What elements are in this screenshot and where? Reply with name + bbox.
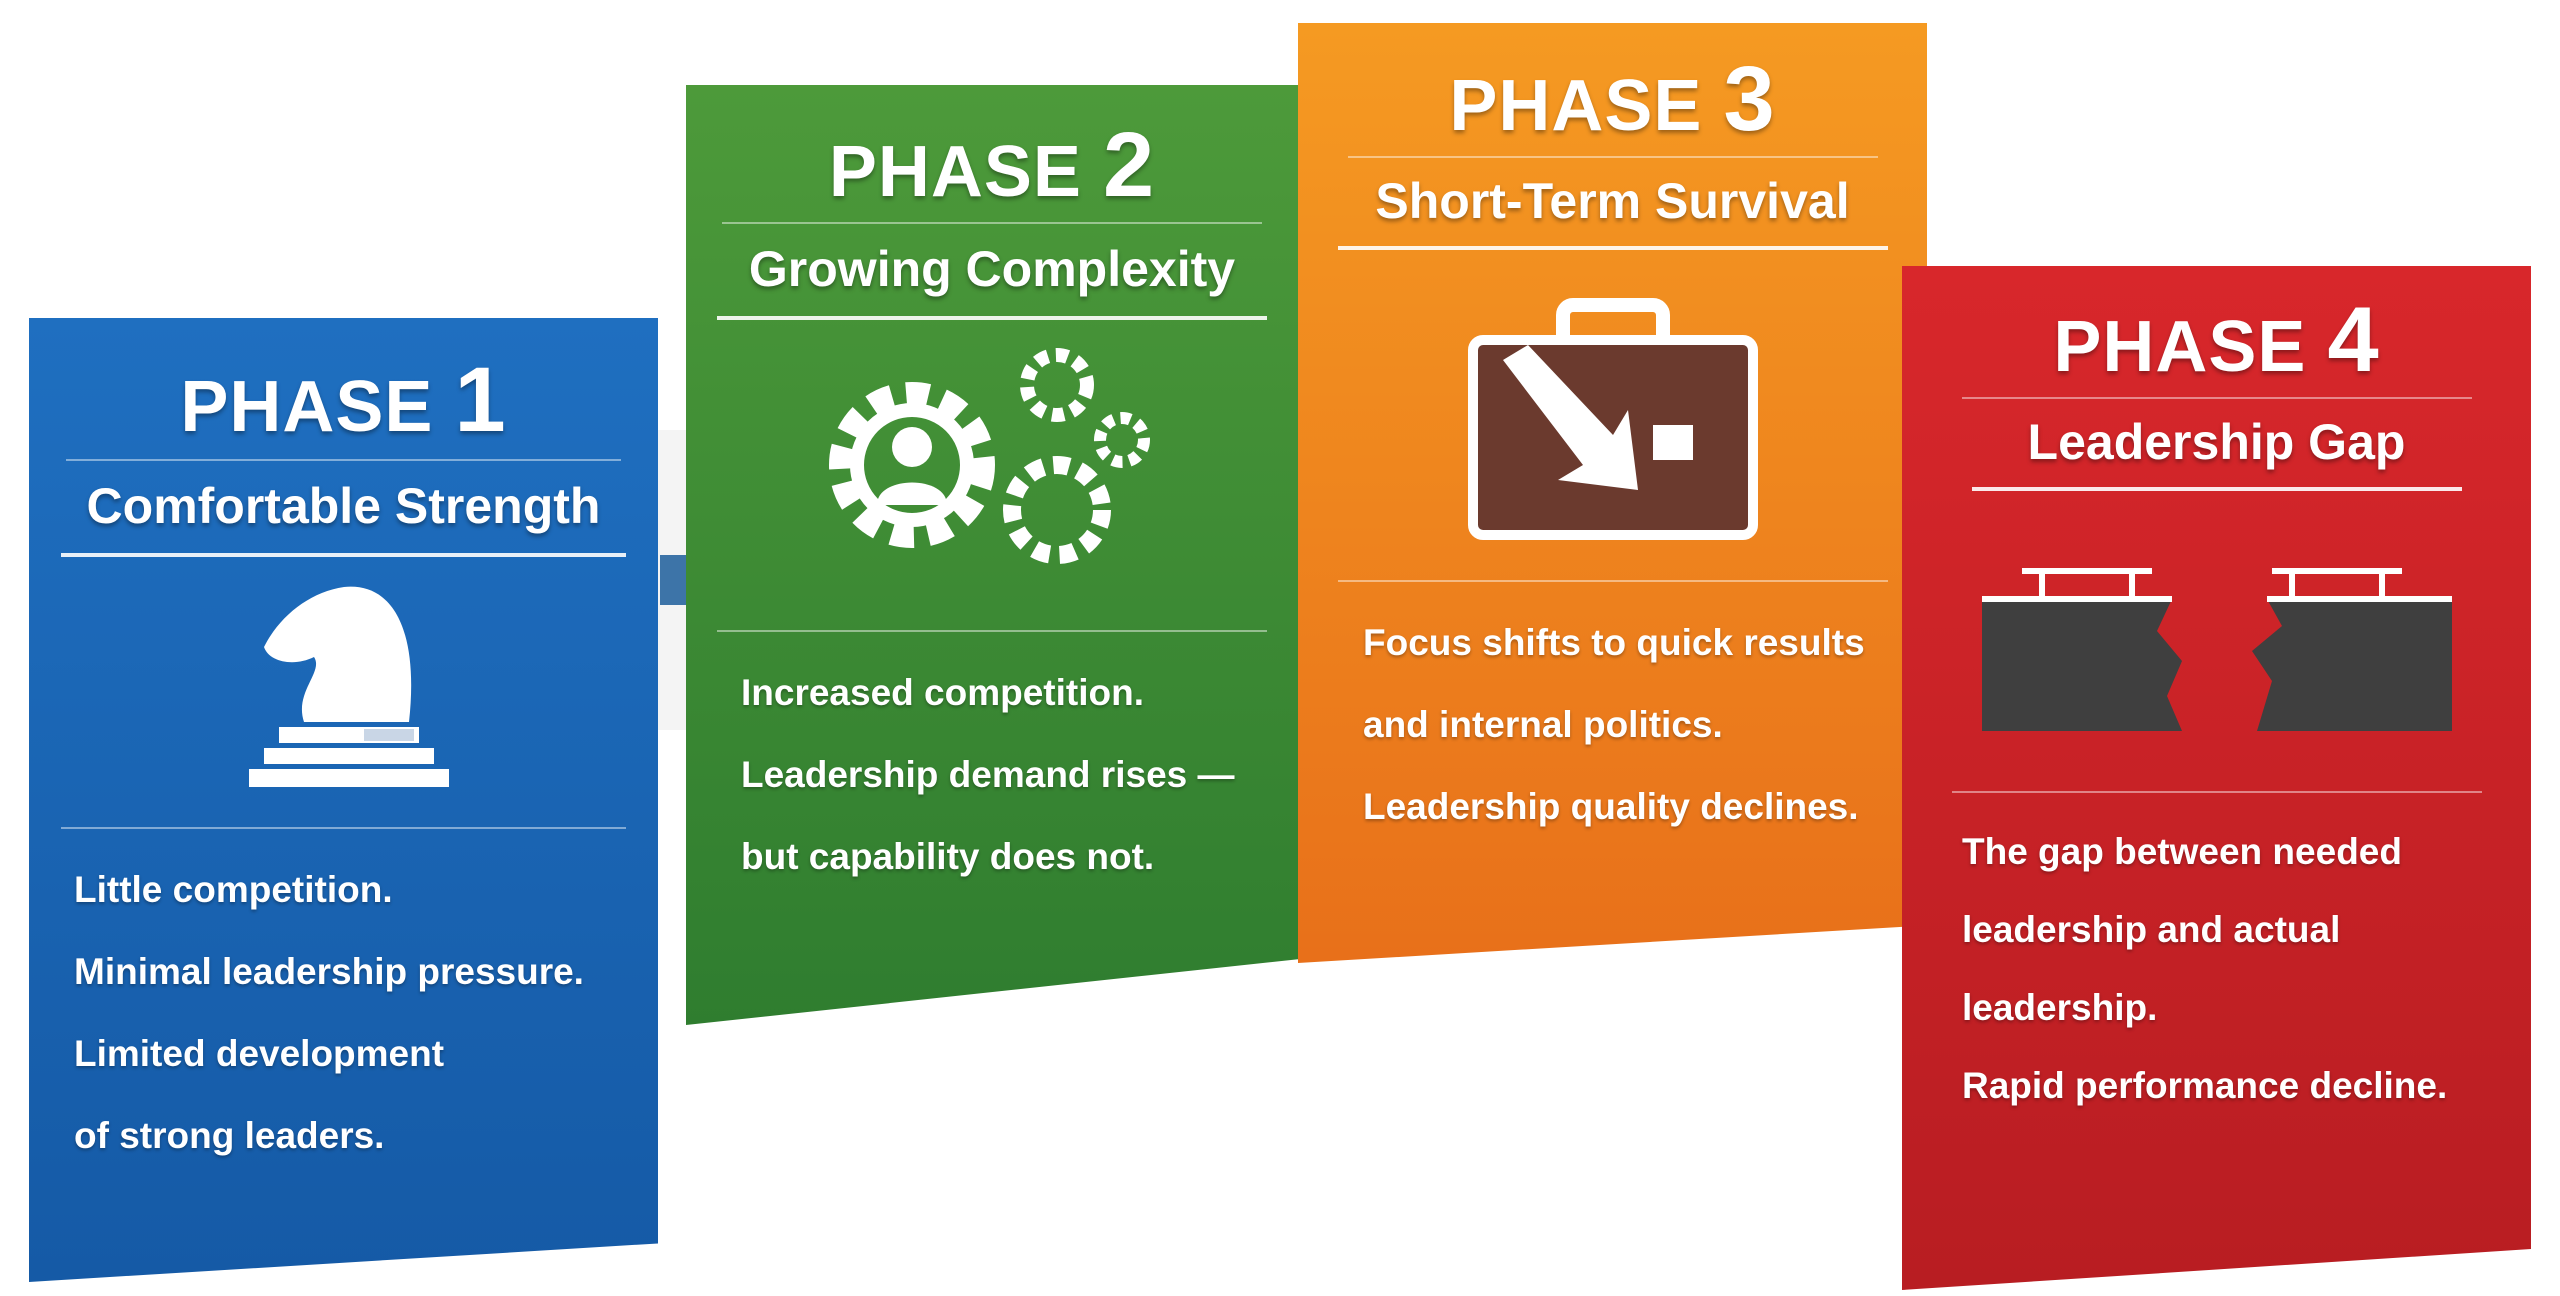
divider bbox=[717, 630, 1267, 632]
description-line: but capability does not. bbox=[741, 836, 1155, 877]
divider bbox=[1337, 580, 1888, 582]
phase-4-heading: PHASE 4 bbox=[2053, 289, 2380, 391]
divider bbox=[61, 553, 626, 557]
phase-3-description: Focus shifts to quick results and intern… bbox=[1298, 602, 1927, 848]
divider bbox=[722, 222, 1262, 224]
briefcase-down-arrow-icon bbox=[1298, 250, 1927, 580]
phase-3-title: Short-Term Survival bbox=[1375, 173, 1850, 229]
description-line: Leadership quality declines. bbox=[1363, 786, 1859, 827]
divider bbox=[1347, 156, 1878, 158]
phase-4-title: Leadership Gap bbox=[2027, 414, 2406, 470]
description-line: Increased competition. bbox=[741, 672, 1144, 713]
description-line: Little competition. bbox=[74, 869, 393, 910]
divider bbox=[1337, 246, 1888, 250]
description-line: Focus shifts to quick results bbox=[1363, 622, 1865, 663]
divider bbox=[66, 459, 621, 461]
description-line: Leadership demand rises — bbox=[741, 754, 1235, 795]
phase-3-heading: PHASE 3 bbox=[1449, 48, 1776, 150]
description-line: Minimal leadership pressure. bbox=[74, 951, 584, 992]
divider bbox=[1951, 791, 2482, 793]
divider bbox=[61, 827, 626, 829]
phase-4-panel: PHASE 4 Leadership Gap The gap between n… bbox=[1902, 266, 2531, 1290]
phase-3-panel: PHASE 3 Short-Term Survival Focus shifts… bbox=[1298, 23, 1927, 963]
divider bbox=[1971, 487, 2462, 491]
description-line: and internal politics. bbox=[1363, 704, 1723, 745]
chess-knight-icon bbox=[29, 557, 658, 817]
phase-4-description: The gap between needed leadership and ac… bbox=[1902, 813, 2531, 1125]
description-line: Rapid performance decline. bbox=[1962, 1065, 2448, 1106]
phase-2-description: Increased competition. Leadership demand… bbox=[686, 652, 1298, 898]
description-line: leadership. bbox=[1962, 987, 2158, 1028]
description-line: of strong leaders. bbox=[74, 1115, 385, 1156]
description-line: leadership and actual bbox=[1962, 909, 2341, 950]
gears-person-icon bbox=[686, 320, 1298, 630]
phase-2-title: Growing Complexity bbox=[748, 241, 1236, 297]
phase-2-panel: PHASE 2 Growing Complexity Increased com… bbox=[686, 85, 1298, 1025]
phase-2-heading: PHASE 2 bbox=[828, 114, 1156, 216]
description-line: Limited development bbox=[74, 1033, 445, 1074]
broken-bridge-icon bbox=[1902, 491, 2531, 791]
phase-1-panel: PHASE 1 Comfortable Strength Little comp… bbox=[29, 318, 658, 1282]
phase-1-title: Comfortable Strength bbox=[86, 478, 601, 534]
phase-1-heading: PHASE 1 bbox=[180, 349, 507, 451]
divider bbox=[1961, 397, 2472, 399]
phase-1-description: Little competition. Minimal leadership p… bbox=[29, 849, 658, 1177]
description-line: The gap between needed bbox=[1962, 831, 2402, 872]
divider bbox=[717, 316, 1267, 320]
